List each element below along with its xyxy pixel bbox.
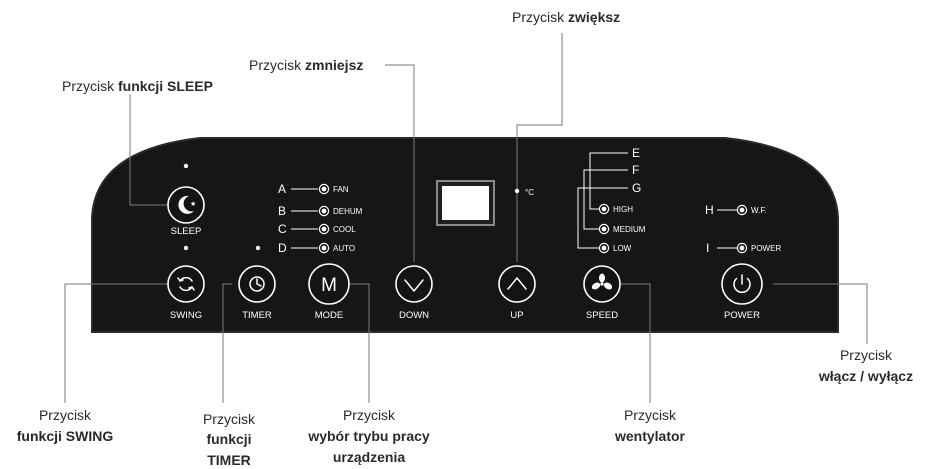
indicator-label-power: POWER	[751, 244, 781, 253]
indicator-letter-b: B	[278, 204, 286, 218]
indicator-label-fan: FAN	[333, 185, 349, 194]
right-indicators: H W.F. I POWER	[705, 203, 781, 255]
mode-button[interactable]: M	[308, 263, 350, 305]
indicator-label-dehum: DEHUM	[333, 207, 363, 216]
swing-button[interactable]	[167, 265, 205, 303]
timer-led-dot	[255, 245, 261, 251]
svg-text:★: ★	[190, 200, 196, 208]
indicator-letter-d: D	[278, 241, 287, 255]
callout-timer-l1: Przycisk	[203, 411, 256, 427]
callout-mode-l1: Przycisk	[343, 407, 396, 423]
callout-speed-l2: wentylator	[614, 428, 686, 444]
speed-indicators: E F G HIGH MEDIUM LOW	[577, 146, 646, 254]
speed-button-label: SPEED	[586, 310, 618, 321]
callout-power-l2: włącz / wyłącz	[818, 368, 913, 384]
power-button-label: POWER	[724, 310, 760, 321]
celsius-label: °C	[525, 188, 534, 197]
callout-timer-l2: funkcji	[206, 431, 251, 447]
indicator-label-high: HIGH	[613, 205, 633, 214]
sleep-button[interactable]: ★	[167, 186, 205, 224]
down-button-label: DOWN	[399, 310, 429, 321]
callout-sleep: Przycisk funkcji SLEEP	[62, 78, 213, 94]
timer-button[interactable]	[238, 265, 276, 303]
mode-indicators: A FAN B DEHUM C COOL D AUTO	[278, 182, 363, 255]
callout-timer-l3: TIMER	[207, 452, 251, 468]
mode-m-icon: M	[321, 275, 337, 296]
indicator-letter-g: G	[632, 181, 641, 195]
callout-down: Przycisk zmniejsz	[249, 57, 363, 73]
indicator-letter-e: E	[632, 146, 640, 160]
indicator-label-medium: MEDIUM	[613, 225, 646, 234]
up-button-label: UP	[510, 310, 523, 321]
control-panel	[91, 137, 839, 333]
power-icon	[733, 274, 751, 293]
mode-button-label: MODE	[315, 310, 344, 321]
indicator-letter-i: I	[706, 241, 709, 255]
callout-speed-l1: Przycisk	[624, 407, 677, 423]
sleep-button-label: SLEEP	[171, 226, 202, 237]
swing-arrows-icon	[177, 276, 195, 292]
sleep-led-dot	[183, 163, 189, 169]
leader-lines	[64, 33, 868, 403]
chevron-down-icon	[404, 279, 424, 292]
clock-icon	[249, 276, 265, 292]
down-button[interactable]	[395, 265, 433, 303]
indicator-letter-f: F	[632, 163, 639, 177]
indicator-label-cool: COOL	[333, 225, 356, 234]
celsius-led-dot	[514, 188, 520, 194]
swing-led-dot	[183, 245, 189, 251]
callout-swing-l1: Przycisk	[39, 407, 92, 423]
speed-button[interactable]	[583, 265, 621, 303]
indicator-letter-a: A	[278, 182, 286, 196]
indicator-letter-c: C	[278, 222, 287, 236]
timer-button-label: TIMER	[242, 310, 272, 321]
callout-mode-l3: urządzenia	[333, 449, 406, 465]
indicator-label-wf: W.F.	[751, 206, 767, 215]
up-button[interactable]	[498, 265, 536, 303]
display-screen	[442, 186, 489, 220]
fan-icon	[591, 273, 613, 290]
power-button[interactable]	[721, 263, 763, 305]
indicator-letter-h: H	[705, 203, 714, 217]
indicator-label-low: LOW	[613, 244, 632, 253]
callout-up: Przycisk zwiększ	[512, 9, 620, 25]
callout-power-l1: Przycisk	[840, 347, 893, 363]
moon-icon: ★	[178, 195, 196, 214]
indicator-label-auto: AUTO	[333, 244, 355, 253]
callout-mode-l2: wybór trybu pracy	[307, 428, 430, 444]
swing-button-label: SWING	[170, 310, 202, 321]
callout-swing-l2: funkcji SWING	[17, 428, 114, 444]
chevron-up-icon	[507, 277, 527, 290]
